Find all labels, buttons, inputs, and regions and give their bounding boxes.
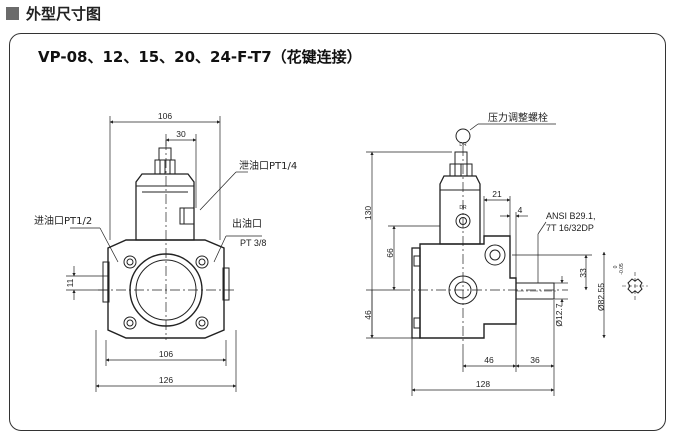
label-spline-standard: ANSI B29.1, (546, 211, 596, 221)
label-outlet-thread: PT 3/8 (240, 238, 266, 248)
drawing-title: VP-08、12、15、20、24-F-T7（花键连接） (38, 48, 362, 66)
front-view (98, 140, 234, 340)
dim-height-low: 46 (363, 310, 373, 320)
side-dimensions (366, 123, 606, 396)
dim-bottom-128: 128 (476, 379, 490, 389)
spline-end-view (622, 272, 648, 300)
front-dimensions (66, 116, 262, 392)
dim-bottom-36: 36 (530, 355, 540, 365)
label-spline-spec: 7T 16/32DP (546, 223, 594, 233)
label-drain-port: 泄油口PT1/4 (239, 159, 297, 172)
dim-tolerance-upper: 0 (613, 265, 619, 268)
dim-tolerance-lower: -0.05 (619, 263, 625, 275)
dim-shaft-diameter: Ø82.55 (596, 283, 606, 311)
label-inlet-port: 进油口PT1/2 (34, 214, 92, 227)
label-dr: DR (459, 205, 467, 211)
label-dr-top: DR (459, 142, 467, 148)
dim-top-21: 21 (492, 189, 502, 199)
section-title: 外型尺寸图 (26, 4, 102, 23)
dim-bottom-overall: 126 (159, 375, 173, 385)
drawing-frame (9, 33, 666, 431)
dim-top-4: 4 (518, 205, 523, 215)
label-outlet-port: 出油口 (232, 217, 262, 230)
dim-height-total: 130 (363, 206, 373, 220)
label-pressure-screw: 压力调整螺栓 (488, 111, 548, 124)
dim-height-mid: 66 (385, 248, 395, 258)
side-view (400, 128, 568, 346)
dim-small-diameter: Ø12.7 (554, 303, 564, 326)
dim-33: 33 (578, 268, 588, 278)
section-square-icon (6, 6, 19, 20)
dim-left-small: 11 (65, 278, 75, 287)
dim-top-width: 106 (158, 111, 172, 121)
dim-bottom-inner: 106 (159, 349, 173, 359)
section-header: 外型尺寸图 (6, 2, 101, 24)
dim-bottom-46: 46 (484, 355, 494, 365)
dim-port-offset: 30 (176, 129, 186, 139)
